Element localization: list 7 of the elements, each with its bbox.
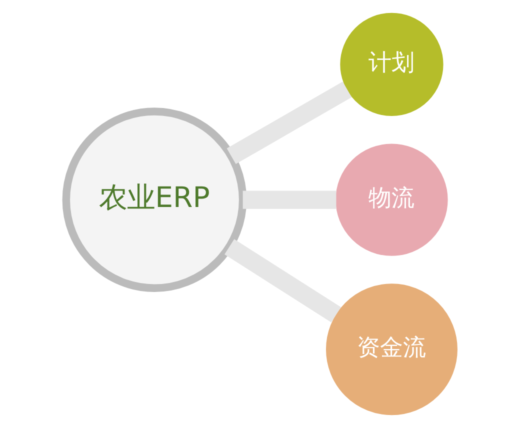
connector <box>224 239 341 322</box>
node-circle: 物流 <box>336 144 448 256</box>
node-circle: 计划 <box>340 12 444 116</box>
node-circle: 资金流 <box>326 284 458 416</box>
node-circle: 农业ERP <box>62 108 247 292</box>
connector <box>226 82 352 164</box>
connector <box>242 190 336 209</box>
